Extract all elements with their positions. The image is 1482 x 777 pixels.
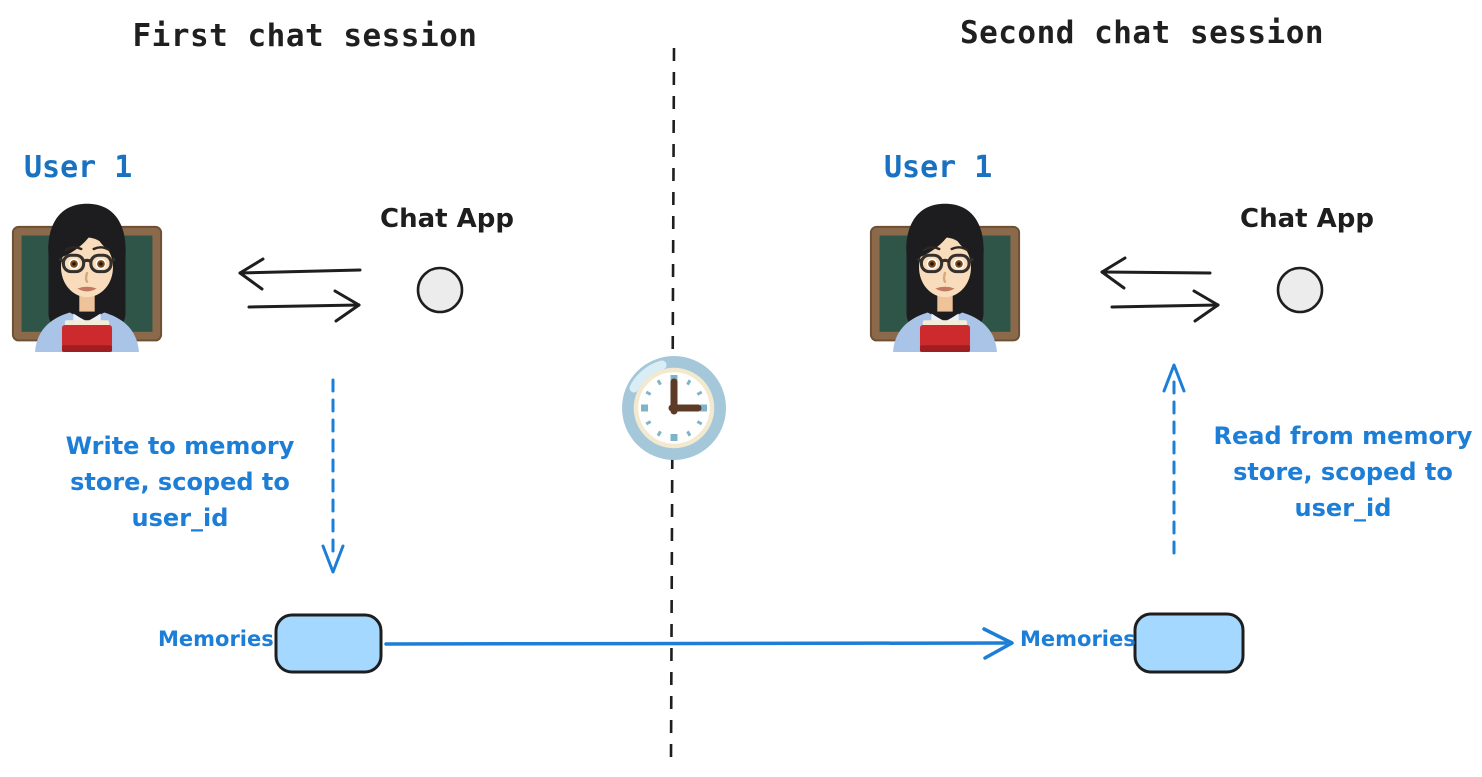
memory-transfer-arrow [384,627,1014,660]
write-note: Write to memory store, scoped to user_id [65,432,295,532]
user-avatar-teacher-icon-left [11,202,163,352]
user-label-left: User 1 [24,150,133,185]
user-avatar-teacher-icon-right [869,202,1021,352]
read-from-memory-arrow [1162,363,1186,555]
first-session-title: First chat session [132,18,478,54]
session-divider-line [669,47,676,759]
chat-app-node-icon-right [1276,266,1324,314]
memories-label-right: Memories [1020,627,1136,651]
second-session-title: Second chat session [959,15,1325,51]
clock-icon [622,356,726,460]
chat-app-label-left: Chat App [380,204,514,234]
memories-label-left: Memories [158,627,274,651]
write-to-memory-arrow [321,378,345,574]
memory-store-box-right [1133,612,1245,674]
chat-app-node-icon-left [416,266,464,314]
user-app-exchange-arrows-right [1100,256,1220,323]
read-note: Read from memory store, scoped to user_i… [1213,422,1473,522]
chat-app-label-right: Chat App [1240,204,1374,234]
memory-store-box-left [274,613,383,674]
user-label-right: User 1 [884,150,993,185]
user-app-exchange-arrows-left [238,257,362,323]
